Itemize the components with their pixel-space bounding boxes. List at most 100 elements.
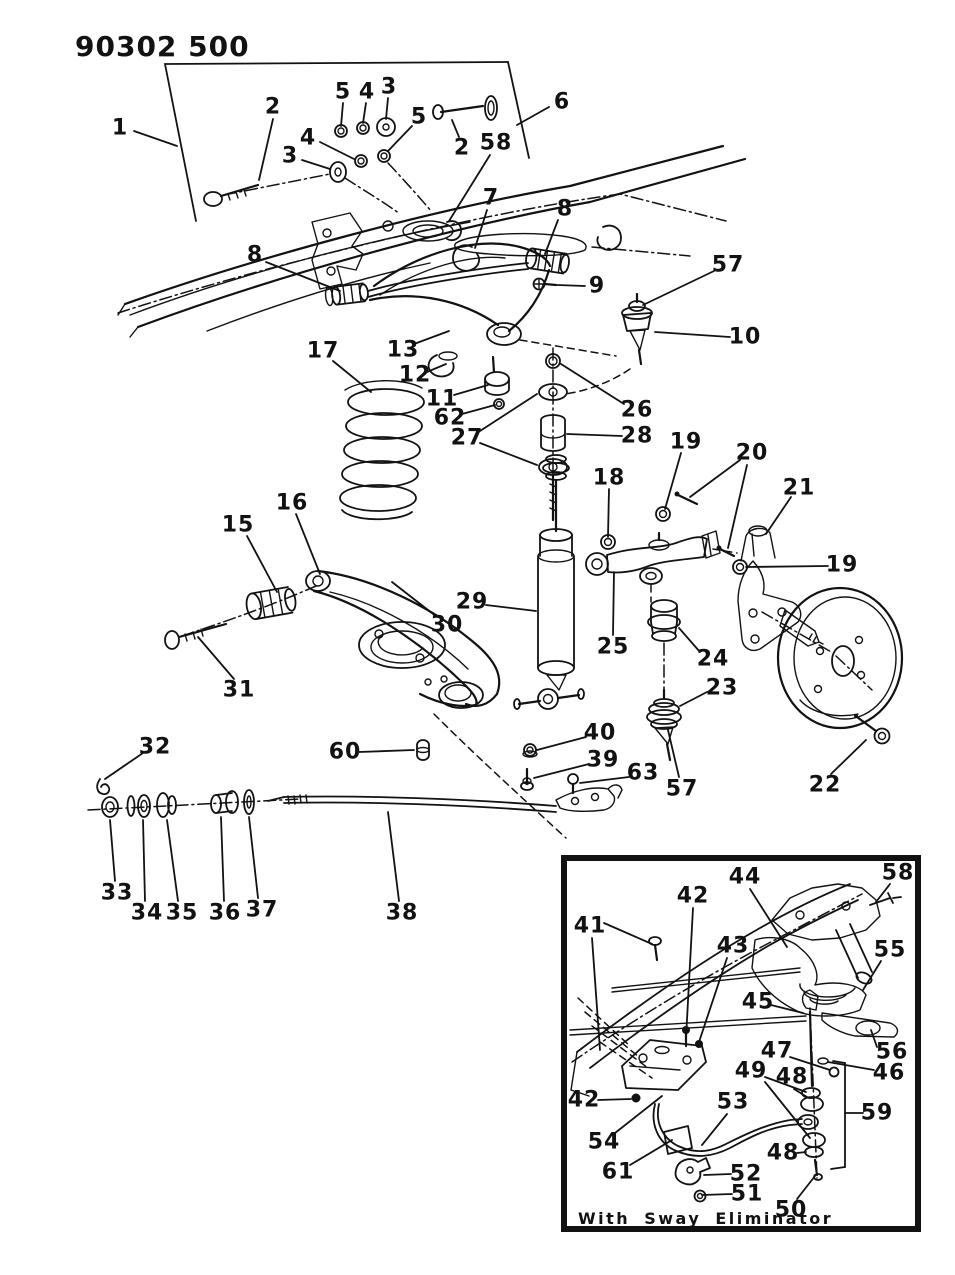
ball-socket	[486, 322, 522, 346]
leader-line-50	[796, 1175, 816, 1200]
spindle	[779, 609, 824, 647]
bump-rubber-28	[540, 414, 566, 452]
lca-pivot-bushing	[245, 586, 297, 621]
leader-line-55	[862, 960, 882, 991]
callout-38: 38	[386, 901, 419, 926]
leader-line-34	[142, 819, 146, 902]
nut-40	[522, 743, 538, 758]
callout-7: 7	[483, 186, 499, 211]
callout-3: 3	[282, 144, 298, 169]
callout-3: 3	[381, 75, 397, 100]
callout-57: 57	[712, 253, 745, 278]
leader-line-8	[544, 219, 559, 255]
callout-46: 46	[873, 1061, 906, 1086]
callout-2: 2	[265, 95, 281, 120]
callout-42: 42	[568, 1088, 601, 1113]
leader-line-36	[220, 816, 225, 902]
callout-26: 26	[621, 398, 654, 423]
retainer-hook-left	[446, 220, 462, 242]
inset-coil-spring	[799, 983, 856, 1005]
washer-46	[817, 1057, 829, 1065]
leader-line-7	[474, 209, 488, 249]
callout-56: 56	[876, 1040, 909, 1065]
clamp-bracket-52	[674, 1157, 711, 1186]
callout-6: 6	[554, 90, 570, 115]
callout-47: 47	[761, 1039, 794, 1064]
callout-5: 5	[411, 105, 427, 130]
callout-23: 23	[706, 676, 739, 701]
leader-line-33	[109, 819, 116, 882]
callout-62: 62	[434, 406, 467, 431]
grommet-60	[416, 739, 430, 761]
bolt-63	[567, 773, 579, 795]
drawing-number: 90302 500	[75, 30, 250, 63]
callout-35: 35	[166, 901, 199, 926]
leader-line-15	[246, 535, 278, 593]
callout-10: 10	[729, 325, 762, 350]
callout-21: 21	[783, 476, 816, 501]
callout-41: 41	[574, 914, 607, 939]
leader-line-27	[479, 393, 538, 432]
callout-19: 19	[670, 430, 703, 455]
leader-line-8	[265, 261, 341, 292]
leader-line-60	[358, 749, 415, 753]
leader-line-23	[679, 691, 708, 707]
callout-16: 16	[276, 491, 309, 516]
leader-line-61	[629, 1139, 673, 1166]
sway-bar-bracket-54	[621, 1039, 707, 1091]
leader-line-30	[391, 581, 438, 618]
pivot-bolt-left	[203, 183, 260, 207]
shock-absorber	[513, 454, 585, 710]
grease-fitting	[532, 277, 558, 291]
callout-50: 50	[775, 1198, 808, 1223]
leader-line-10	[654, 331, 731, 338]
lca-pivot-bolt	[164, 585, 317, 650]
nut-62	[493, 398, 505, 410]
leader-line-42	[597, 1098, 632, 1101]
stack-washer-upper-27	[538, 383, 568, 401]
callout-36: 36	[209, 901, 242, 926]
strut-rod-assembly	[87, 739, 623, 818]
inset-border	[561, 855, 921, 1232]
retainer-48b	[804, 1146, 824, 1158]
strut-rod-bracket-63	[555, 784, 623, 813]
callout-54: 54	[588, 1130, 621, 1155]
bushing-35	[156, 792, 177, 818]
leader-line-45	[770, 1004, 804, 1014]
callout-4: 4	[359, 80, 375, 105]
leader-line-58	[875, 883, 891, 903]
leader-line-52	[703, 1173, 732, 1176]
sleeve-36	[210, 790, 239, 814]
leader-line-22	[830, 739, 867, 775]
leader-line-6	[516, 106, 550, 126]
leader-line-29	[485, 604, 537, 612]
cotter-pin-32	[96, 778, 111, 796]
leader-line-49	[764, 1081, 811, 1139]
callout-60: 60	[329, 740, 362, 765]
arm-top-edge	[372, 242, 552, 288]
callout-4: 4	[300, 126, 316, 151]
leader-line-41	[603, 922, 653, 945]
bushing-49a	[800, 1096, 824, 1112]
callout-55: 55	[874, 938, 907, 963]
crossmember-panel	[164, 61, 530, 222]
leader-line-4	[319, 141, 355, 160]
leader-line-37	[248, 816, 259, 899]
leader-line-1	[133, 130, 178, 147]
leader-line-2	[258, 118, 274, 181]
leader-line-51	[701, 1193, 733, 1196]
leader-line-19	[745, 565, 829, 568]
leader-line-20	[727, 464, 748, 549]
callout-12: 12	[399, 363, 432, 388]
ball-joint-seat	[424, 675, 484, 709]
callout-40: 40	[584, 721, 617, 746]
upper-control-arm	[311, 212, 622, 346]
rail-screw-41	[648, 936, 662, 962]
brake-drum	[776, 586, 904, 730]
leader-line-41	[591, 937, 601, 1051]
leader-lines	[104, 97, 891, 1200]
strut-rod	[267, 794, 557, 813]
nut-47	[828, 1066, 840, 1078]
nut-19a	[655, 506, 671, 522]
